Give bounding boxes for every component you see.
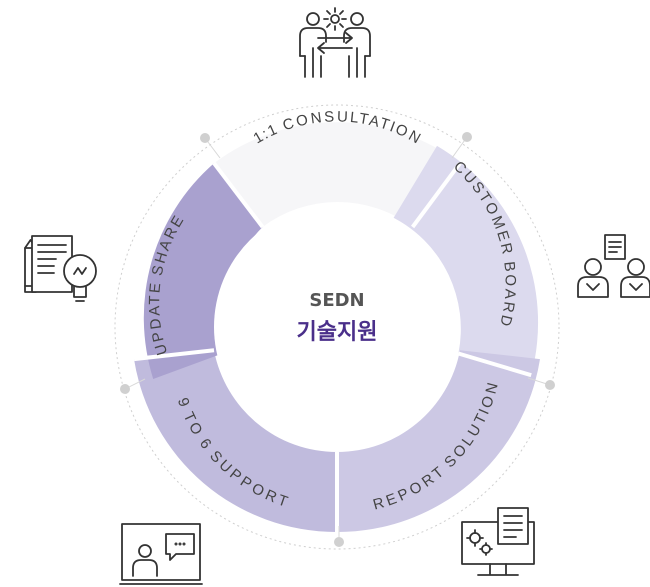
segment-consultation [214,122,460,227]
dot-top-left [200,133,210,143]
segment-update-share [143,163,263,379]
segment-separators [133,161,532,532]
update-share-document-bulb-icon [25,236,96,301]
consultation-people-icon [300,8,370,77]
dot-top-right [462,132,472,142]
support-presenter-icon [120,524,202,584]
center-title: SEDN [309,290,364,311]
dot-left [120,384,130,394]
dot-right [545,380,555,390]
report-solution-monitor-icon [462,508,534,575]
center-subtitle: 기술지원 [297,320,378,345]
outer-dotted-ring [114,104,560,550]
connector-dots [120,132,555,547]
dot-bottom [334,537,344,547]
center-circle [214,204,460,450]
customer-board-people-icon [578,235,650,297]
segment-report-solution [337,350,540,533]
segment-support [134,350,337,533]
